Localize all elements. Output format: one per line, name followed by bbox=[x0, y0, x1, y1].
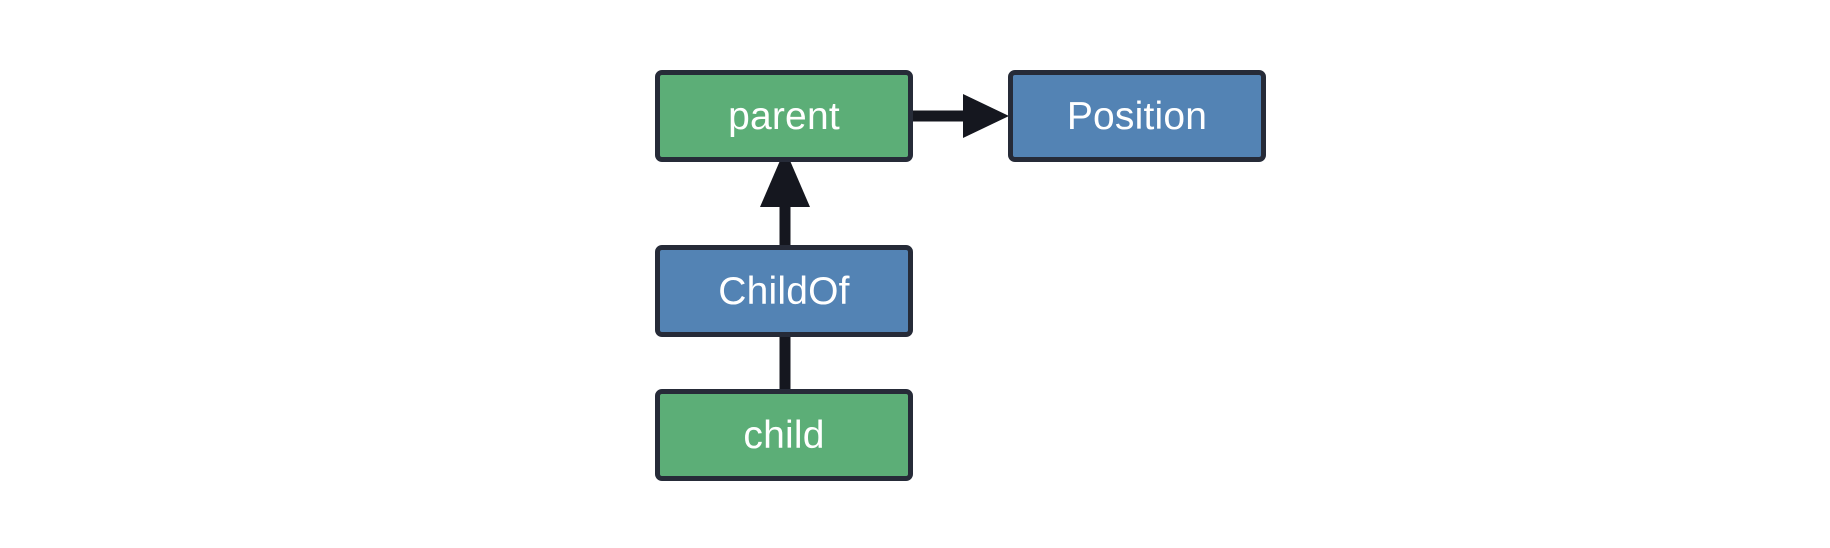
node-position[interactable]: Position bbox=[1008, 70, 1266, 162]
node-child-label: child bbox=[743, 413, 825, 457]
node-childof[interactable]: ChildOf bbox=[655, 245, 913, 337]
arrowhead-right-icon bbox=[963, 94, 1009, 138]
node-parent-label: parent bbox=[728, 94, 840, 138]
node-parent[interactable]: parent bbox=[655, 70, 913, 162]
node-child[interactable]: child bbox=[655, 389, 913, 481]
node-position-label: Position bbox=[1066, 94, 1208, 138]
node-childof-label: ChildOf bbox=[718, 269, 850, 313]
edge-parent-to-position bbox=[913, 94, 1009, 138]
edge-childof-to-parent bbox=[760, 149, 810, 245]
